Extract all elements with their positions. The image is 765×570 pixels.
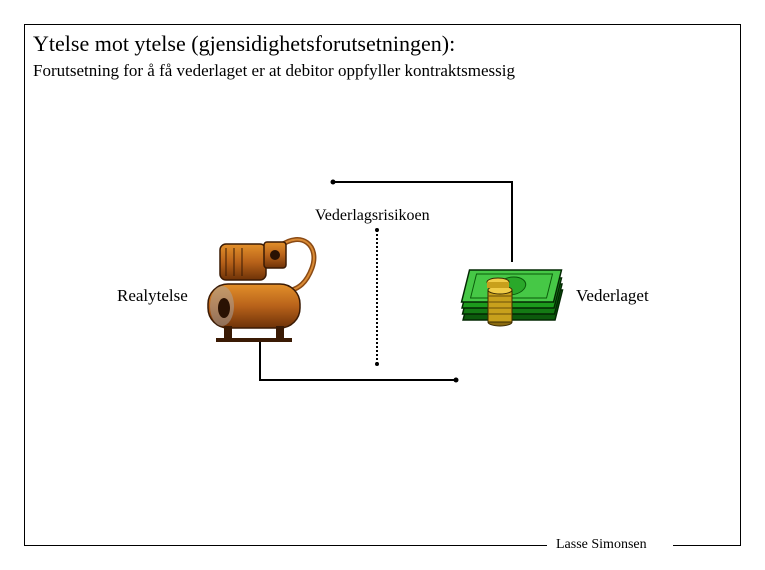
arrow-bottom (259, 340, 455, 381)
slide-frame-bottom-right (673, 545, 741, 546)
money-stack-icon (460, 269, 564, 327)
slide-frame-bottom-left (24, 545, 547, 546)
risk-divider-bottom-dot (375, 362, 379, 366)
arrow-top (334, 181, 513, 262)
slide-subtitle: Forutsetning for å få vederlaget er at d… (33, 61, 515, 80)
slide-footer-author: Lasse Simonsen (556, 537, 647, 552)
consideration-label: Vederlaget (576, 286, 649, 305)
water-pump-icon (207, 237, 317, 342)
slide-frame-right (740, 24, 741, 546)
risk-label: Vederlagsrisikoen (315, 207, 430, 224)
slide-title: Ytelse mot ytelse (gjensidighetsforutset… (33, 31, 456, 56)
slide-frame-top (24, 24, 741, 25)
performance-label: Realytelse (117, 286, 188, 305)
arrow-bottom-head (453, 377, 459, 383)
slide-frame-left (24, 24, 25, 546)
arrow-top-head (330, 179, 336, 185)
risk-divider-top-dot (375, 228, 379, 232)
